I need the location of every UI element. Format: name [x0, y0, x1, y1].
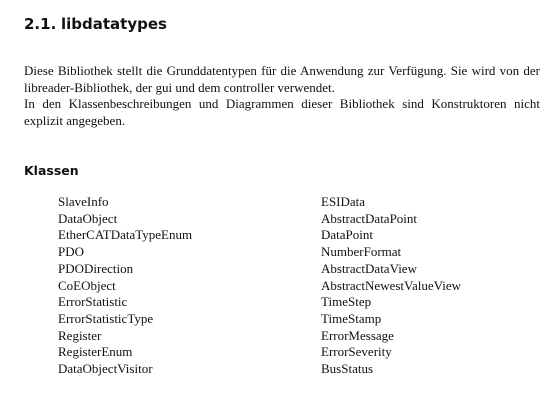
class-name: CoEObject	[58, 277, 116, 293]
class-name: AbstractNewestValueView	[321, 277, 462, 293]
class-list-left: SlaveInfo DataObject EtherCATDataTypeEnu…	[58, 194, 192, 378]
class-name: EtherCATDataTypeEnum	[58, 227, 193, 243]
section-heading: 2.1.libdatatypes	[24, 14, 167, 34]
class-name: Register	[58, 327, 102, 343]
section-title: libdatatypes	[61, 15, 167, 33]
class-name: DataPoint	[321, 227, 373, 243]
class-name: ErrorStatisticType	[58, 310, 154, 326]
class-name: NumberFormat	[321, 244, 402, 260]
intro-paragraph-1: Diese Bibliothek stellt die Grunddatenty…	[24, 63, 540, 95]
class-name: RegisterEnum	[58, 344, 133, 360]
class-name: TimeStep	[321, 294, 372, 310]
class-name: TimeStamp	[321, 310, 382, 326]
intro-paragraph-2: In den Klassenbeschreibungen und Diagram…	[24, 96, 540, 128]
class-name: PDODirection	[58, 260, 134, 276]
class-name: BusStatus	[321, 361, 374, 377]
class-name: SlaveInfo	[58, 194, 109, 209]
class-list-right: ESIData AbstractDataPoint DataPoint Numb…	[321, 194, 461, 378]
class-name: PDO	[58, 244, 85, 260]
class-name: ESIData	[321, 194, 366, 209]
class-name: ErrorMessage	[321, 327, 394, 343]
class-name: AbstractDataView	[321, 260, 417, 276]
class-name: ErrorSeverity	[321, 344, 392, 360]
section-number: 2.1.	[24, 15, 57, 33]
class-name: AbstractDataPoint	[321, 210, 418, 226]
classes-heading: Klassen	[24, 163, 79, 178]
class-name: ErrorStatistic	[58, 294, 128, 310]
class-name: DataObjectVisitor	[58, 361, 153, 377]
class-name: DataObject	[58, 210, 118, 226]
intro-text: Diese Bibliothek stellt die Grunddatenty…	[24, 63, 540, 129]
